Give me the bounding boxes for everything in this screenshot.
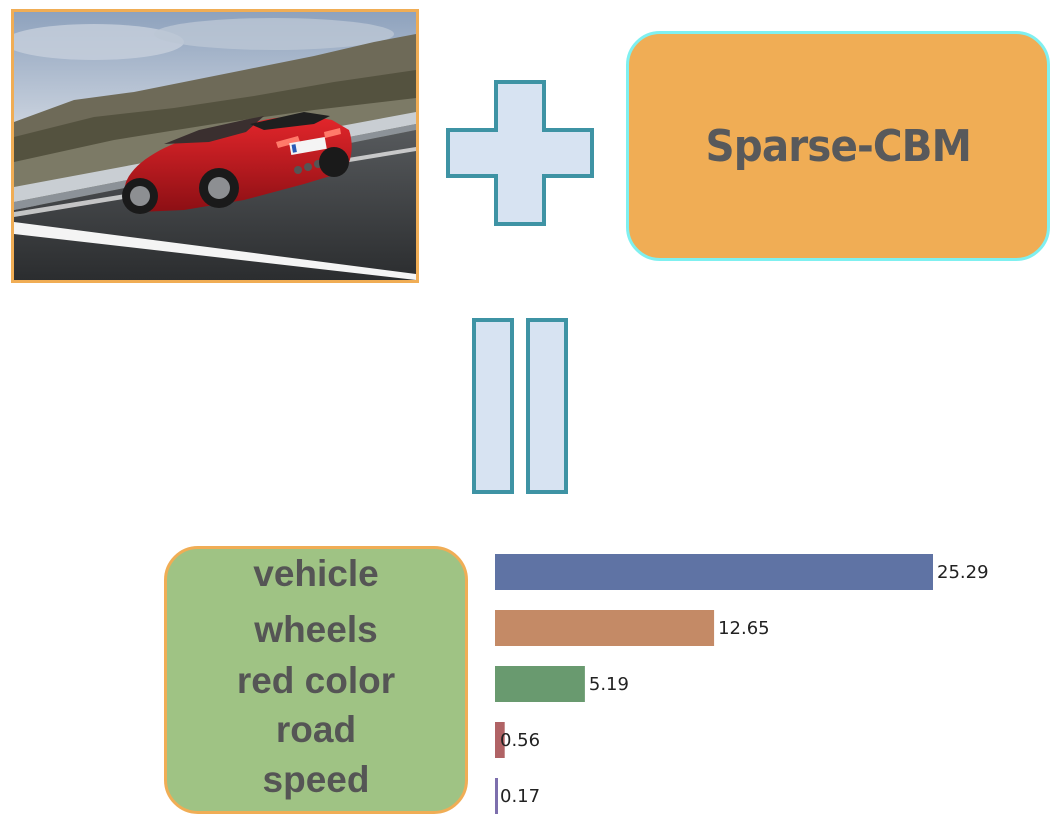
concept-item-red-color: red color [236,660,396,701]
bar-road [495,722,505,758]
concept-list-box: vehicle wheels red color road speed [164,546,468,814]
concept-item-wheels: wheels [254,609,378,650]
bar-value-label: 5.19 [589,674,629,695]
bar-value-label: 0.17 [500,786,540,807]
red-sports-car-photo-icon [14,12,416,280]
bar-vehicle [495,554,933,590]
concept-item-road: road [275,709,357,750]
concept-weight-bar-chart: 25.29 12.65 5.19 0.56 0.17 [495,554,989,814]
bar-red-color [495,666,585,702]
bar-wheels [495,610,715,646]
concept-item-vehicle: vehicle [253,553,379,594]
equals-icon [472,318,568,494]
bar-value-label: 25.29 [937,562,989,583]
model-label: Sparse-CBM [705,120,971,172]
car-photo [11,9,419,283]
plus-icon [446,80,594,226]
bar-value-label: 12.65 [718,618,770,639]
bar-speed [495,778,498,814]
bar-value-label: 0.56 [500,730,540,751]
concept-item-speed: speed [262,759,370,800]
sparse-cbm-model-box: Sparse-CBM [626,31,1050,261]
